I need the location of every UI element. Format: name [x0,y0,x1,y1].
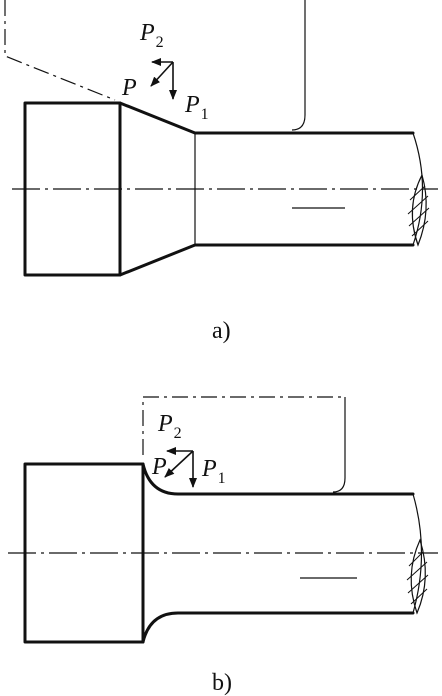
tool-outline-a [4,0,306,131]
force-arrows-b [164,447,197,488]
figure-a: P2 P P1 a) [4,0,438,344]
workpiece-bottom-contour-b [141,611,415,644]
label-p-b: P [151,454,167,480]
arrow-p-a [150,61,174,87]
label-p2-b: P2 [157,411,182,442]
caption-a: a) [212,318,231,344]
label-p1-a: P1 [184,92,209,123]
force-arrows-a [150,58,177,100]
tool-outline-b [142,396,346,493]
label-p2-a: P2 [139,20,164,51]
section-hatch-a [407,173,430,247]
arrow-p-b [164,450,194,478]
caption-b: b) [212,670,232,696]
label-p-a: P [121,75,137,101]
section-hatch-b [406,538,429,615]
figure-b: P2 P P1 b) [8,396,438,696]
workpiece-bottom-contour-a [118,243,415,277]
workpiece-top-contour-a [118,101,415,135]
workpiece-top-contour-b [141,462,415,496]
label-p1-b: P1 [201,456,226,487]
